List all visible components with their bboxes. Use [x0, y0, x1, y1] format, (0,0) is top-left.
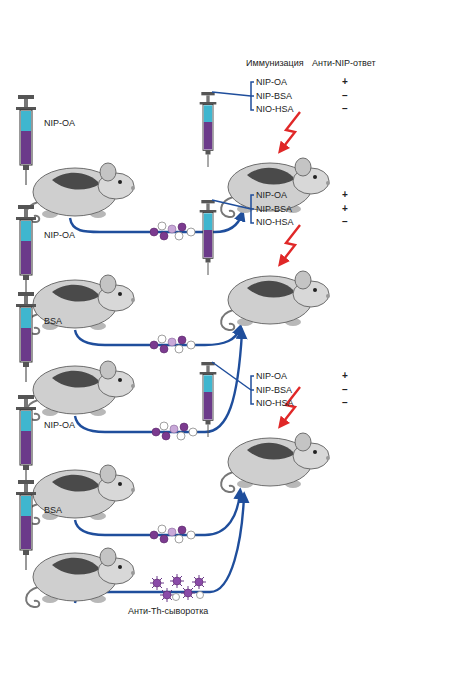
serum-treated-cells [150, 574, 206, 602]
antigen-label: NIO-HSA [256, 104, 294, 115]
response-sign: + [342, 203, 348, 214]
antigen-label: NIP-OA [44, 420, 75, 431]
response-sign: + [342, 189, 348, 200]
column-header: Анти-NIP-ответ [312, 58, 376, 69]
donor-mice-part [16, 205, 36, 295]
serum-treated-cells-part [170, 574, 184, 588]
antigen-label: NIO-HSA [256, 398, 294, 409]
antigen-label: NIP-OA [256, 190, 287, 201]
donor-mice-part [26, 361, 135, 420]
recipient-mice-part [200, 92, 217, 167]
list-brackets-part [251, 376, 254, 404]
list-brackets-part [212, 92, 251, 96]
transferred-cells-part [150, 335, 195, 353]
antigen-label: BSA [44, 316, 62, 327]
response-sign: – [342, 103, 348, 114]
antigen-label: NIP-BSA [256, 91, 292, 102]
transferred-cells-part [152, 422, 197, 440]
serum-treated-cells-part [160, 588, 174, 602]
antigen-label: NIP-OA [44, 230, 75, 241]
donor-mice [16, 95, 135, 607]
serum-treated-cells-part [173, 594, 180, 601]
donor-mice-part [26, 163, 135, 222]
serum-treated-cells-part [181, 586, 195, 600]
transferred-cells-part [150, 222, 195, 240]
antigen-label: NIP-OA [256, 77, 287, 88]
recipient-mice-part [200, 362, 217, 437]
response-sign: – [342, 384, 348, 395]
donor-mice-part [16, 292, 36, 382]
antigen-label: NIP-BSA [256, 204, 292, 215]
antigen-label: NIP-BSA [256, 385, 292, 396]
response-sign: – [342, 90, 348, 101]
response-sign: + [342, 370, 348, 381]
list-brackets [212, 82, 254, 404]
injection-arrows-part [281, 112, 300, 150]
serum-label: Анти-Th-сыворотка [128, 606, 208, 617]
list-brackets-part [212, 362, 251, 390]
recipient-mice-part [200, 200, 217, 275]
injection-arrows-part [281, 225, 300, 263]
response-sign: – [342, 397, 348, 408]
recipient-mice [200, 92, 330, 492]
list-brackets-part [212, 200, 251, 209]
serum-treated-cells-part [150, 576, 164, 590]
antigen-label: NIP-OA [44, 118, 75, 129]
list-brackets-part [251, 82, 254, 110]
donor-mice-part [26, 275, 135, 334]
recipient-mice-part [221, 158, 330, 217]
recipient-mice-part [221, 271, 330, 330]
response-sign: – [342, 216, 348, 227]
donor-mice-part [26, 465, 135, 524]
transferred-cells [150, 222, 197, 543]
antigen-label: NIO-HSA [256, 217, 294, 228]
recipient-mice-part [221, 433, 330, 492]
transfer-arrows-part [75, 328, 240, 345]
response-sign: + [342, 76, 348, 87]
donor-mice-part [26, 548, 135, 607]
donor-mice-part [16, 480, 36, 570]
serum-treated-cells-part [197, 592, 204, 599]
column-header: Иммунизация [246, 58, 304, 69]
serum-treated-cells-part [192, 575, 206, 589]
list-brackets-part [251, 195, 254, 223]
donor-mice-part [16, 395, 36, 485]
donor-mice-part [16, 95, 36, 185]
antigen-label: BSA [44, 505, 62, 516]
transferred-cells-part [150, 525, 195, 543]
antigen-label: NIP-OA [256, 371, 287, 382]
